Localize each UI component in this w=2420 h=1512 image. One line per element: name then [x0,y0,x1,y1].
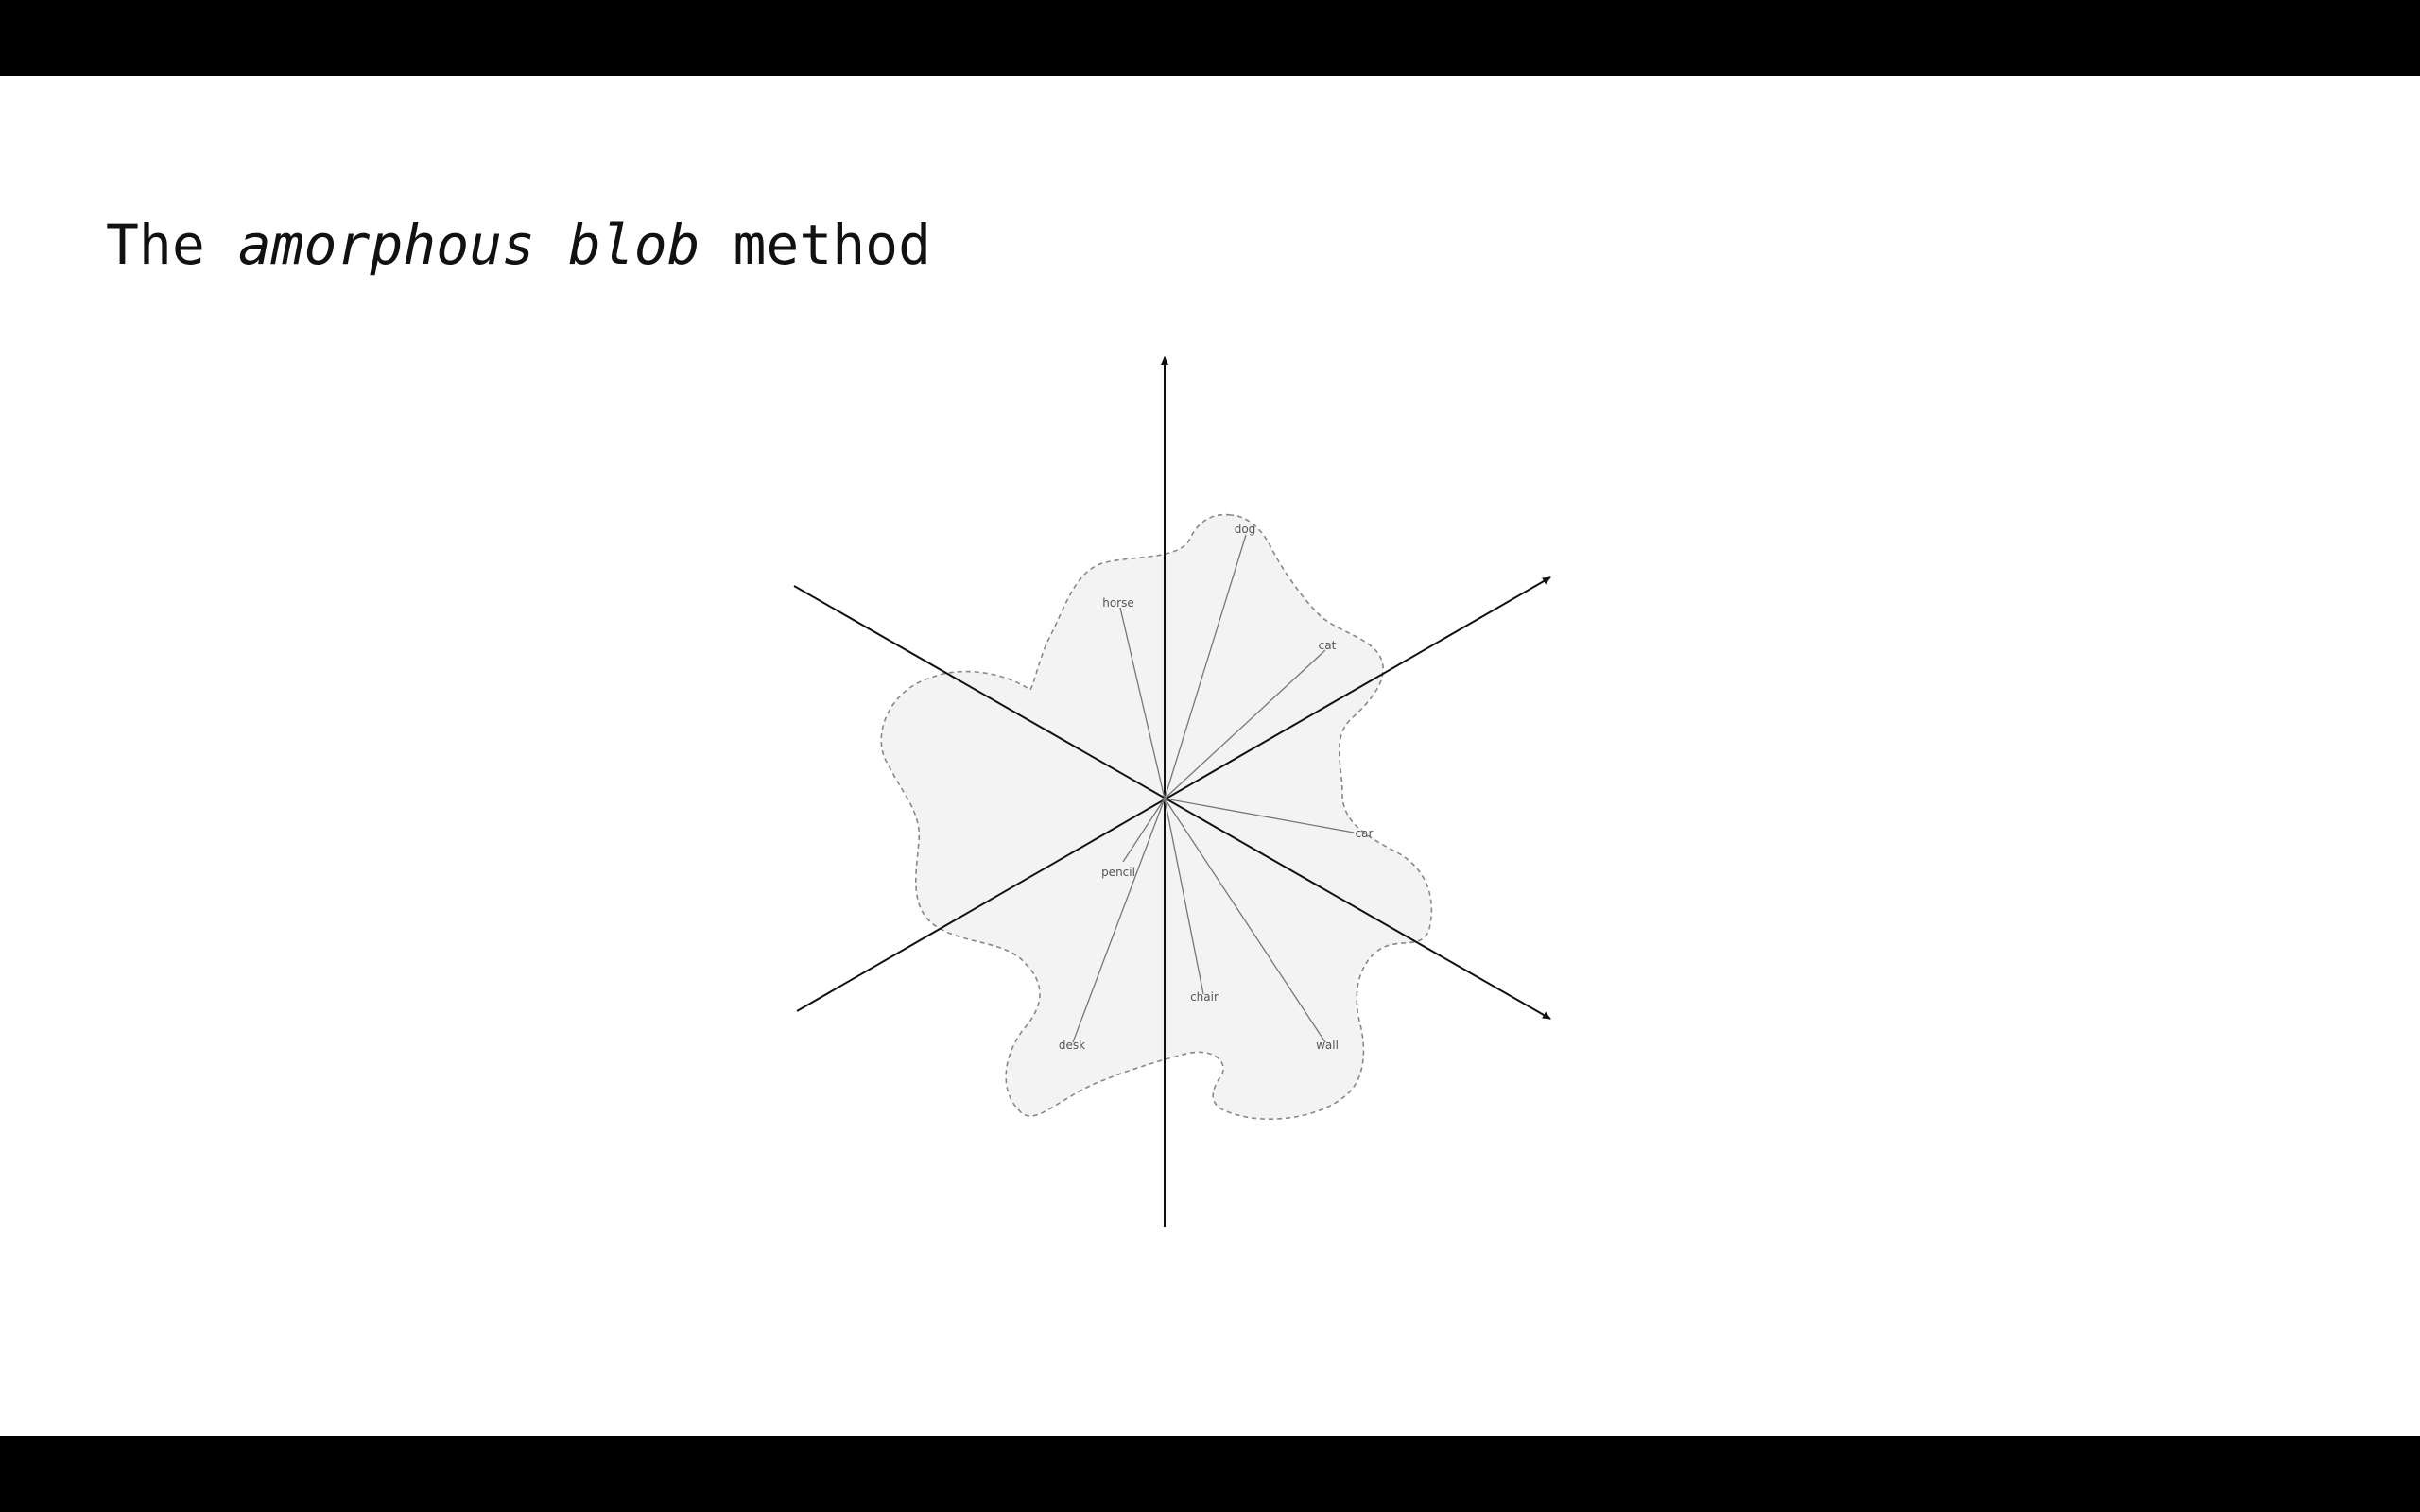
title-prefix: The [106,213,238,277]
vector-dog [1164,534,1247,799]
title-suffix: method [700,213,931,277]
vector-wall [1164,798,1326,1043]
word-label-car: car [1356,827,1374,840]
word-vectors [1072,534,1355,1043]
title-emphasis: amorphous blob [237,213,700,277]
vector-horse [1119,607,1166,799]
word-label-wall: wall [1316,1039,1339,1052]
word-label-pencil: pencil [1101,866,1135,879]
word-label-desk: desk [1059,1039,1085,1052]
word-label-horse: horse [1102,596,1134,610]
vector-pencil [1122,798,1166,863]
slide: The amorphous blob method dog horse cat [0,76,2420,1436]
word-label-cat: cat [1319,639,1337,652]
letterbox-top-bar [0,0,2420,76]
vector-chair [1164,798,1204,995]
axis-diagonal-up [796,576,1551,1012]
letterbox-bottom-bar [0,1436,2420,1512]
vector-desk [1072,798,1166,1043]
axis-diagonal-down [793,585,1551,1020]
word-label-dog: dog [1235,523,1256,536]
slide-title: The amorphous blob method [106,217,931,272]
word-label-chair: chair [1190,990,1219,1004]
vector-cat [1164,649,1326,799]
amorphous-blob [880,513,1433,1121]
embedding-space-diagram: dog horse cat car pencil chair desk wall [793,356,1551,1227]
vector-car [1164,798,1355,833]
